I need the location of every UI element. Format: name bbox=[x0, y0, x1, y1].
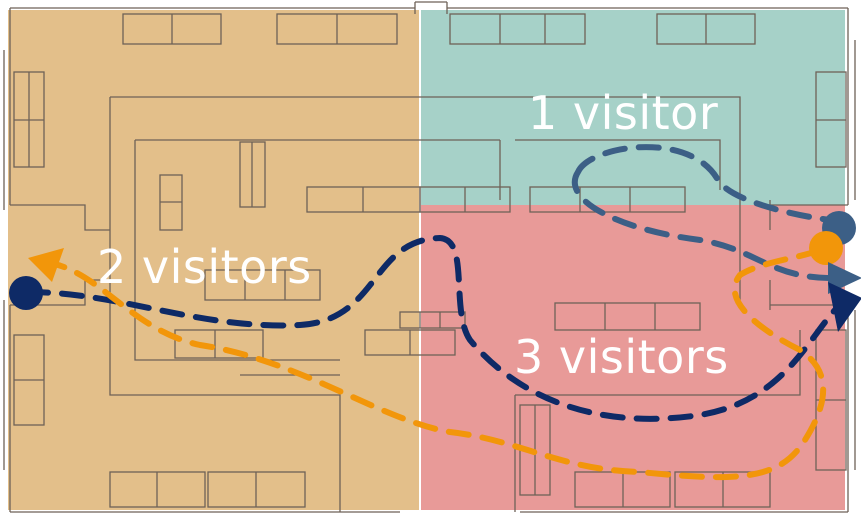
zone-label-left: 2 visitors bbox=[97, 240, 312, 294]
navy-arrowhead bbox=[828, 282, 861, 332]
floor-plan-walls bbox=[3, 1, 856, 513]
steel-blue-path bbox=[571, 144, 843, 282]
orange-start-marker bbox=[809, 231, 843, 265]
navy-path bbox=[25, 234, 848, 422]
zone-top-right bbox=[420, 10, 845, 205]
zone-label-top-right: 1 visitor bbox=[528, 86, 719, 140]
zone-label-bottom-right: 3 visitors bbox=[514, 330, 729, 384]
zone-bottom-right bbox=[420, 205, 845, 510]
orange-path bbox=[42, 247, 827, 481]
navy-start-marker bbox=[9, 276, 43, 310]
zone-left bbox=[8, 10, 420, 510]
orange-arrowhead bbox=[28, 248, 64, 282]
